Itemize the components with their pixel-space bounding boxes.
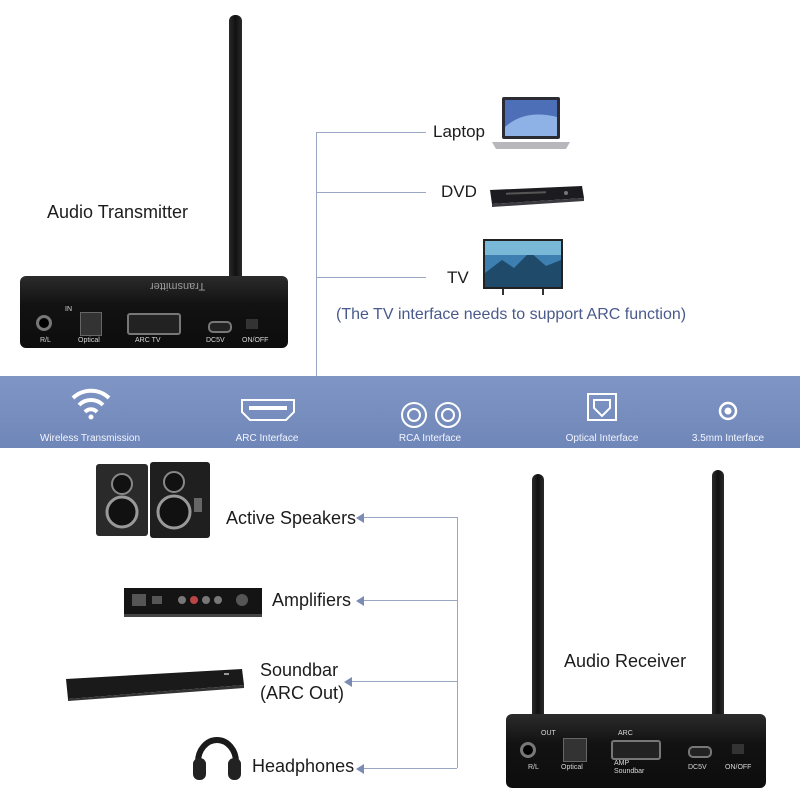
- source-branch-laptop: [316, 132, 426, 133]
- receiver-title: Audio Receiver: [564, 651, 687, 671]
- rx-optical-port-icon: [563, 738, 587, 762]
- output-label-speakers: Active Speakers: [226, 508, 357, 528]
- rx-port-label-power: ON/OFF: [725, 764, 752, 771]
- arrow-head-speakers: [356, 513, 364, 523]
- transmitter-antenna: [229, 15, 242, 280]
- source-label-tv: TV: [447, 268, 469, 287]
- headphones-icon: [193, 737, 241, 780]
- receiver-antenna-right: [712, 470, 724, 720]
- feature-rca: RCA Interface: [380, 376, 480, 448]
- rx-hdmi-port-icon: [611, 740, 661, 760]
- output-tree-trunk: [457, 517, 458, 768]
- dvd-player-icon: [490, 186, 584, 207]
- rx-port-label-amp: AMP: [614, 760, 630, 767]
- source-branch-dvd: [316, 192, 426, 193]
- transmitter-brand: Transmitter: [150, 280, 206, 292]
- port-label-power: ON/OFF: [242, 337, 269, 344]
- port-label-optical: Optical: [78, 337, 100, 344]
- tv-icon: [483, 239, 563, 295]
- transmitter-device: Transmitter IN R/L Optical ARC TV DC5V O…: [20, 276, 288, 348]
- arrow-head-amplifiers: [356, 596, 364, 606]
- wifi-icon: [71, 388, 111, 420]
- port-label-rl: R/L: [40, 337, 51, 344]
- rx-port-label-dc: DC5V: [688, 764, 707, 771]
- rx-usb-c-port-icon: [688, 746, 712, 758]
- output-branch-soundbar: [350, 681, 457, 682]
- output-branch-speakers: [362, 517, 457, 518]
- receiver-antenna-left: [532, 474, 544, 720]
- receiver-device: OUT ARC R/L Optical AMP Soundbar DC5V ON…: [506, 714, 766, 788]
- source-tree-trunk: [316, 132, 317, 376]
- speakers-icon: [96, 462, 210, 538]
- output-label-soundbar: Soundbar: [260, 660, 339, 680]
- arrow-head-soundbar: [344, 677, 352, 687]
- source-label-laptop: Laptop: [433, 122, 485, 141]
- hdmi-port-icon: [241, 399, 295, 421]
- feature-label-optical: Optical Interface: [565, 433, 639, 444]
- rca-port-icon: [401, 402, 461, 428]
- transmitter-title: Audio Transmitter: [47, 202, 189, 222]
- tv-arc-note: (The TV interface needs to support ARC f…: [336, 306, 687, 323]
- amplifier-icon: [124, 588, 262, 617]
- output-label-headphones: Headphones: [252, 756, 355, 776]
- feature-optical: Optical Interface: [556, 376, 648, 448]
- soundbar-icon: [66, 669, 244, 701]
- rx-port-label-soundbar: Soundbar: [614, 768, 645, 775]
- feature-arc: ARC Interface: [222, 376, 312, 448]
- rx-port-label-arc: ARC: [618, 730, 633, 737]
- output-branch-amplifiers: [362, 600, 457, 601]
- rx-power-switch: [732, 744, 744, 754]
- port-label-dc: DC5V: [206, 337, 225, 344]
- rx-port-label-rl: R/L: [528, 764, 539, 771]
- feature-band: Wireless Transmission ARC Interface RCA …: [0, 376, 800, 448]
- port-label-arc: ARC TV: [135, 337, 161, 344]
- rx-port-label-optical: Optical: [561, 764, 583, 771]
- optical-port-icon: [80, 312, 102, 336]
- feature-wireless: Wireless Transmission: [32, 376, 148, 448]
- audio-jack-icon: [718, 401, 738, 421]
- feature-label-jack: 3.5mm Interface: [691, 433, 765, 444]
- output-label-soundbar-arc: (ARC Out): [260, 683, 345, 703]
- output-branch-headphones: [362, 768, 457, 769]
- optical-port-icon: [587, 393, 617, 421]
- feature-label-rca: RCA Interface: [398, 433, 462, 444]
- feature-jack: 3.5mm Interface: [680, 376, 776, 448]
- arrow-head-headphones: [356, 764, 364, 774]
- feature-label-arc: ARC Interface: [235, 433, 299, 444]
- source-branch-tv: [316, 277, 426, 278]
- source-label-dvd: DVD: [441, 182, 477, 201]
- feature-label-wireless: Wireless Transmission: [39, 433, 141, 444]
- port-label-in: IN: [65, 306, 72, 313]
- usb-c-port-icon: [208, 321, 232, 333]
- audio-jack-icon: [36, 315, 52, 331]
- power-switch: [246, 319, 258, 329]
- hdmi-port-icon: [127, 313, 181, 335]
- output-label-amplifiers: Amplifiers: [272, 590, 352, 610]
- rx-audio-jack-icon: [520, 742, 536, 758]
- laptop-icon: [492, 97, 570, 149]
- rx-port-label-out: OUT: [541, 730, 556, 737]
